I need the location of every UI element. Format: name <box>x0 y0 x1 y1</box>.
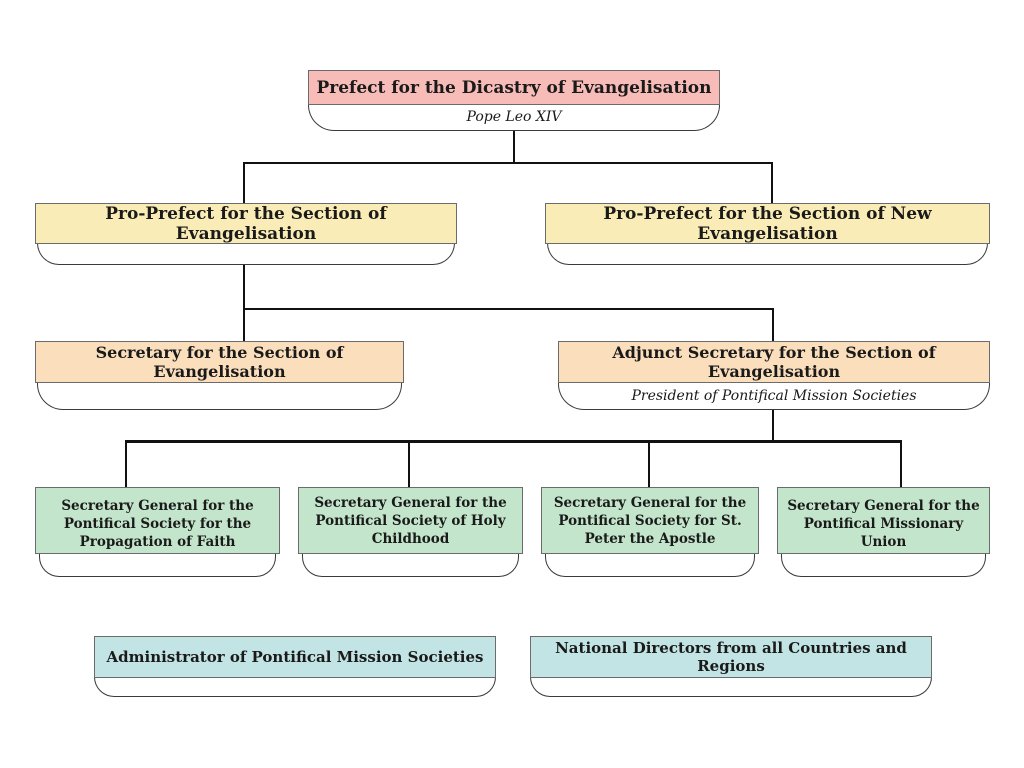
node-national-directors: National Directors from all Countries an… <box>530 636 932 697</box>
node-holder <box>37 243 455 265</box>
connector-pro-prefect-down <box>243 265 245 341</box>
node-title: Prefect for the Dicastry of Evangelisati… <box>308 70 720 105</box>
connector-prefect-down <box>513 131 515 164</box>
connector-pro-prefects-bar <box>243 162 773 164</box>
node-title: Secretary General for the Pontifical Soc… <box>298 487 523 554</box>
node-sg-missionary-union: Secretary General for the Pontifical Mis… <box>777 487 990 577</box>
node-title: Administrator of Pontifical Mission Soci… <box>94 636 496 678</box>
node-holder: Pope Leo XIV <box>308 104 720 131</box>
node-title: Secretary for the Section of Evangelisat… <box>35 341 404 383</box>
connector-sg-4 <box>900 440 902 487</box>
node-secretary-evangelisation: Secretary for the Section of Evangelisat… <box>35 341 404 410</box>
connector-adjunct-down <box>772 410 774 442</box>
node-holder <box>39 553 276 577</box>
node-sg-propagation-of-faith: Secretary General for the Pontifical Soc… <box>35 487 280 577</box>
node-administrator: Administrator of Pontifical Mission Soci… <box>94 636 496 697</box>
node-title: Adjunct Secretary for the Section of Eva… <box>558 341 990 383</box>
connector-sg-1 <box>125 440 127 487</box>
node-holder <box>545 553 755 577</box>
node-holder <box>547 243 988 265</box>
node-holder <box>530 677 932 697</box>
node-title: Secretary General for the Pontifical Soc… <box>35 487 280 554</box>
node-pro-prefect-evangelisation: Pro-Prefect for the Section of Evangelis… <box>35 203 457 265</box>
node-sg-st-peter-apostle: Secretary General for the Pontifical Soc… <box>541 487 759 577</box>
connector-secretaries-general-bar <box>125 440 902 443</box>
node-prefect: Prefect for the Dicastry of Evangelisati… <box>308 70 720 131</box>
connector-sg-3 <box>648 440 650 487</box>
node-title: Pro-Prefect for the Section of Evangelis… <box>35 203 457 244</box>
node-title: National Directors from all Countries an… <box>530 636 932 678</box>
connector-adjunct-secretary <box>772 308 774 341</box>
node-holder <box>94 677 496 697</box>
connector-sg-2 <box>408 440 410 487</box>
node-title: Secretary General for the Pontifical Soc… <box>541 487 759 554</box>
node-sg-holy-childhood: Secretary General for the Pontifical Soc… <box>298 487 523 577</box>
node-holder <box>302 553 519 577</box>
connector-secretaries-bar <box>243 308 774 310</box>
connector-pro-prefect-right <box>771 162 773 203</box>
node-pro-prefect-new-evangelisation: Pro-Prefect for the Section of New Evang… <box>545 203 990 265</box>
node-holder <box>781 553 986 577</box>
node-holder <box>37 382 402 410</box>
node-title: Pro-Prefect for the Section of New Evang… <box>545 203 990 244</box>
node-holder: President of Pontifical Mission Societie… <box>558 382 990 410</box>
connector-pro-prefect-left <box>243 162 245 203</box>
node-title: Secretary General for the Pontifical Mis… <box>777 487 990 554</box>
node-adjunct-secretary: Adjunct Secretary for the Section of Eva… <box>558 341 990 410</box>
